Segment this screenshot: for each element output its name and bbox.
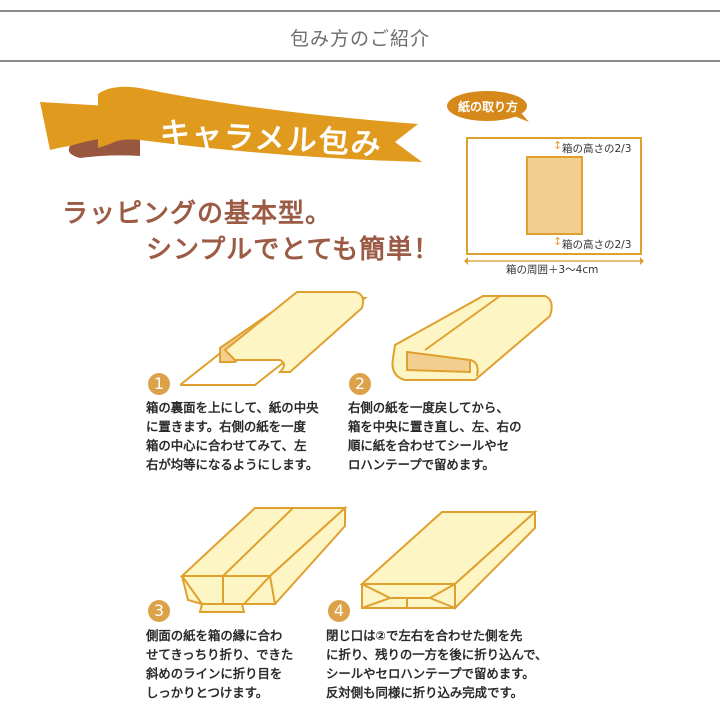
step-3-badge: 3 (148, 600, 170, 622)
step-4-text: 閉じ口は②で左右を合わせた側を先 に折り、残りの一方を後に折り込んで、 シールや… (326, 628, 548, 700)
step-1-illustration-icon (180, 291, 368, 386)
tagline: ラッピングの基本型。 シンプルでとても簡単！ (62, 196, 440, 268)
top-margin-label: 箱の高さの2/3 (562, 143, 632, 155)
bottom-margin-label: 箱の高さの2/3 (562, 239, 632, 251)
step-2-badge: 2 (349, 373, 371, 395)
step-2-text: 右側の紙を一度戻してから、 箱を中央に置き直し、左、右の 順に紙を合わせてシール… (348, 400, 522, 472)
box-diagram (526, 156, 583, 235)
step-1-text: 箱の裏面を上にして、紙の中央 に置きます。右側の紙を一度 箱の中心に合わせてみて… (146, 400, 319, 472)
tagline-line-1: ラッピングの基本型。 (62, 199, 333, 229)
step-4-badge: 4 (328, 600, 350, 622)
ribbon-banner-icon (40, 86, 422, 162)
width-label: 箱の周囲＋3〜4cm (506, 264, 599, 276)
step-1-badge: 1 (148, 373, 170, 395)
page-title: 包み方のご紹介 (289, 28, 430, 50)
section-header: 包み方のご紹介 (0, 10, 720, 62)
paper-guide-label: 紙の取り方 (458, 100, 519, 114)
step-3-illustration-icon (180, 505, 348, 613)
tagline-line-2: シンプルでとても簡単！ (146, 235, 441, 265)
step-4-illustration-icon (360, 509, 538, 611)
width-arrow-icon (464, 257, 644, 265)
step-3-text: 側面の紙を箱の縁に合わ せてきっちり折り、できた 斜めのラインに折り目を しっか… (146, 628, 294, 700)
speech-bubble-icon (447, 91, 529, 122)
step-2-illustration-icon (391, 295, 553, 381)
arrow-updown-icon: ↕ (553, 235, 563, 248)
arrow-updown-icon: ↕ (553, 139, 563, 152)
